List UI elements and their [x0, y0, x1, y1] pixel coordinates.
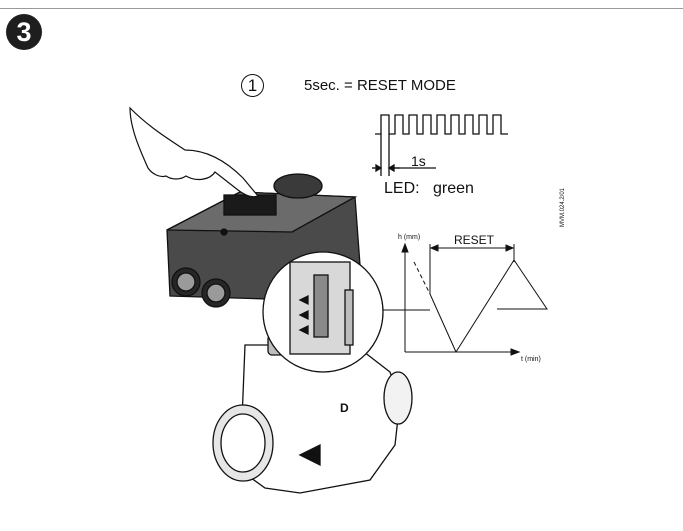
document-code: MVM.024.2/01 — [560, 187, 566, 227]
reset-graph — [401, 242, 548, 356]
svg-text:D: D — [340, 401, 349, 415]
valve-body-icon: D — [212, 334, 413, 494]
reset-range-label: RESET — [454, 233, 495, 247]
step-number-badge: 3 — [6, 14, 42, 50]
hand-icon — [129, 106, 260, 198]
magnifier-detail-icon — [262, 251, 384, 373]
flow-arrow-icon — [298, 443, 321, 467]
blink-interval-label: 1s — [411, 153, 426, 169]
instruction-step-marker: 1 — [241, 74, 264, 97]
reset-mode-instruction: 5sec. = RESET MODE — [304, 77, 456, 94]
led-label: LED: — [384, 180, 420, 197]
led-color-value: green — [433, 180, 474, 197]
y-axis-label: h (mm) — [398, 234, 421, 241]
led-pulse-train — [372, 114, 508, 176]
top-rule — [0, 8, 683, 9]
x-axis-label: t (min) — [521, 356, 541, 363]
